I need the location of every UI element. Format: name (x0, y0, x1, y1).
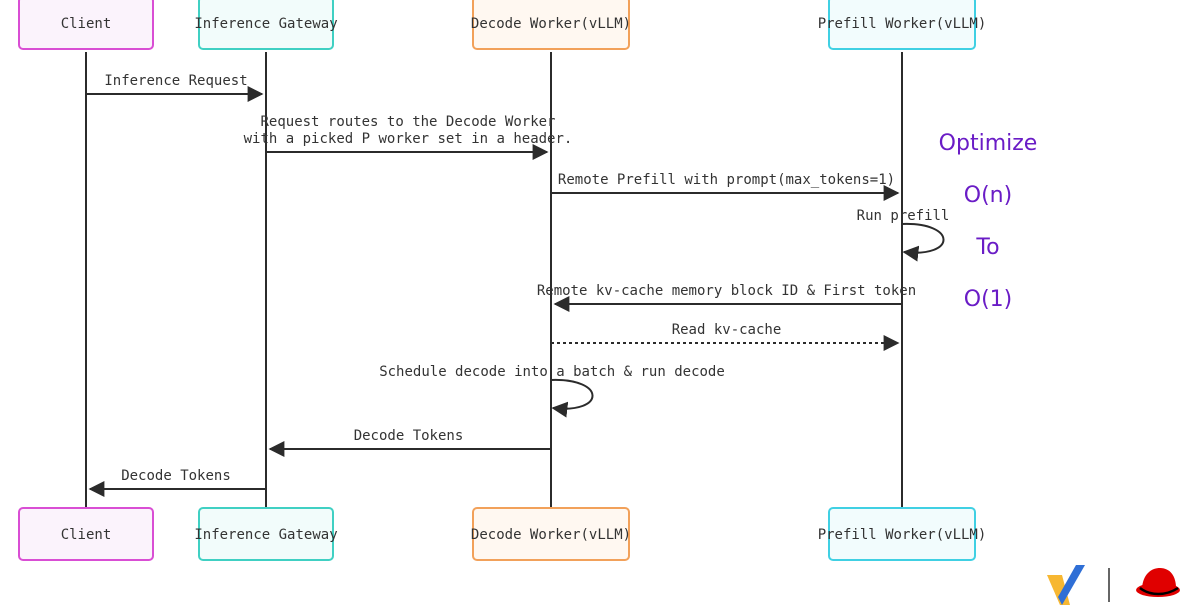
actor-box-decode-top: Decode Worker(vLLM) (471, 0, 631, 50)
message-label: Decode Tokens (121, 468, 231, 484)
message-label: Run prefill (857, 208, 950, 224)
annotation-line: Optimize (939, 131, 1038, 156)
message-label: with a picked P worker set in a header. (244, 131, 573, 147)
message-m6: Read kv-cache (551, 322, 900, 351)
message-label: Remote kv-cache memory block ID & First … (537, 283, 916, 299)
actor-label: Client (61, 16, 112, 32)
annotation-line: O(1) (964, 287, 1012, 312)
message-m4: Run prefill (857, 208, 950, 262)
message-m8: Decode Tokens (268, 428, 551, 457)
actor-label: Inference Gateway (194, 16, 337, 32)
message-m3: Remote Prefill with prompt(max_tokens=1) (551, 172, 900, 201)
message-m7: Schedule decode into a batch & run decod… (379, 364, 725, 418)
message-label: Schedule decode into a batch & run decod… (379, 364, 725, 380)
annotation-line: To (975, 235, 999, 260)
message-label: Remote Prefill with prompt(max_tokens=1) (558, 172, 895, 188)
message-m9: Decode Tokens (88, 468, 266, 497)
message-m2: Request routes to the Decode Workerwith … (244, 114, 573, 160)
redhat-logo (1136, 568, 1180, 597)
actor-box-client-bottom: Client (18, 507, 154, 561)
actor-label: Inference Gateway (194, 527, 337, 543)
actor-box-gateway-top: Inference Gateway (194, 0, 338, 50)
self-loop-arrow (901, 222, 945, 262)
self-loop-arrow (550, 378, 594, 418)
message-m5: Remote kv-cache memory block ID & First … (537, 283, 916, 312)
message-m1: Inference Request (86, 73, 264, 102)
annotation-line: O(n) (964, 183, 1012, 208)
actor-label: Prefill Worker(vLLM) (818, 527, 987, 543)
vllm-logo (1047, 565, 1085, 605)
actor-label: Decode Worker(vLLM) (471, 16, 631, 32)
actor-label: Client (61, 527, 112, 543)
actor-box-prefill-top: Prefill Worker(vLLM) (818, 0, 987, 50)
actor-box-gateway-bottom: Inference Gateway (194, 507, 338, 561)
actor-label: Prefill Worker(vLLM) (818, 16, 987, 32)
actor-box-client-top: Client (18, 0, 154, 50)
message-label: Decode Tokens (354, 428, 464, 444)
actor-box-decode-bottom: Decode Worker(vLLM) (471, 507, 631, 561)
message-label: Read kv-cache (672, 322, 782, 338)
message-label: Request routes to the Decode Worker (260, 114, 555, 130)
message-label: Inference Request (104, 73, 247, 89)
actor-box-prefill-bottom: Prefill Worker(vLLM) (818, 507, 987, 561)
actor-label: Decode Worker(vLLM) (471, 527, 631, 543)
